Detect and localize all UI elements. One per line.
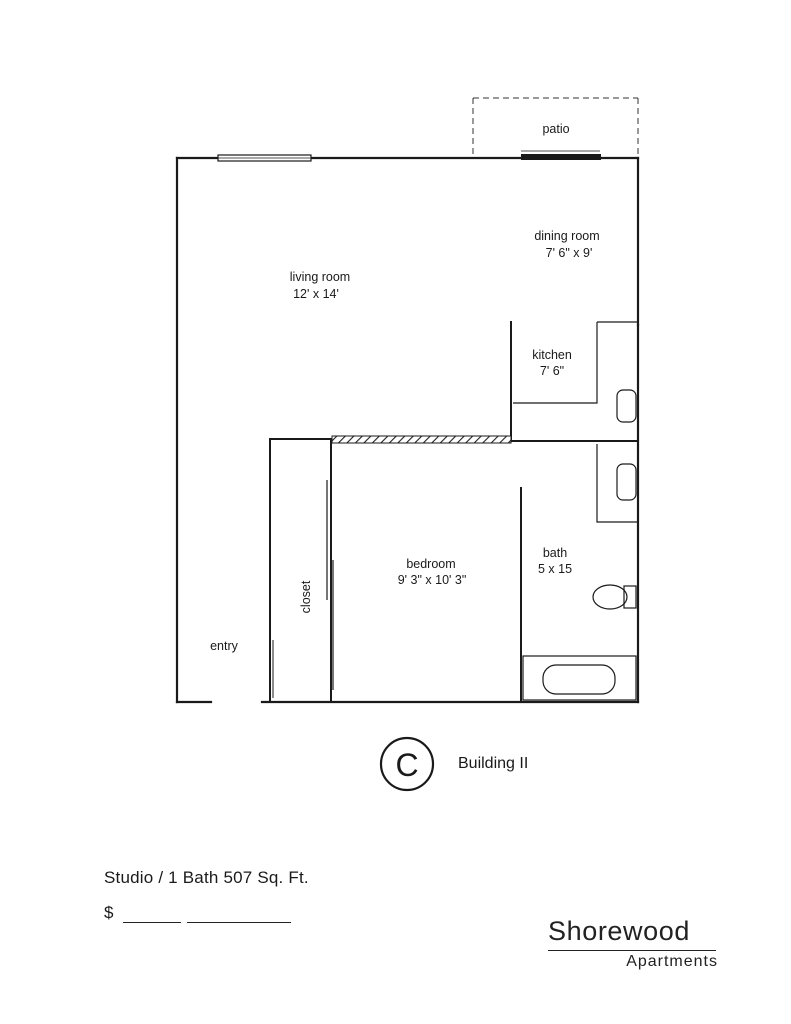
room-labels: patio dining room 7' 6" x 9' living room… [210, 122, 600, 653]
building-label: Building II [458, 755, 528, 772]
brand-logo: Shorewood Apartments [548, 916, 718, 971]
price-blank [123, 910, 182, 923]
unit-summary: Studio / 1 Bath 507 Sq. Ft. [104, 868, 309, 887]
dim-kitchen: 7' 6" [540, 364, 564, 378]
price-row: $ [104, 903, 292, 923]
window-living [217, 154, 312, 162]
dim-living-room: 12' x 14' [293, 287, 339, 301]
brand-subtitle: Apartments [626, 953, 718, 970]
unit-badge: C [379, 736, 435, 792]
sliding-door-patio [521, 150, 601, 160]
interior-walls [269, 321, 639, 703]
dim-bath: 5 x 15 [538, 562, 572, 576]
unit-letter: C [395, 747, 418, 783]
price-symbol: $ [104, 903, 114, 922]
label-entry: entry [210, 639, 239, 653]
dim-dining-room: 7' 6" x 9' [546, 246, 593, 260]
label-patio: patio [542, 122, 569, 136]
toilet [592, 584, 637, 610]
patio-outline [472, 97, 639, 158]
label-closet: closet [299, 580, 313, 613]
label-kitchen: kitchen [532, 348, 572, 362]
price-blank-2 [187, 910, 292, 923]
label-dining-room: dining room [534, 229, 599, 243]
closet-doors [272, 480, 334, 698]
bath-sink [616, 463, 637, 501]
kitchen-sink [616, 389, 637, 423]
brand-rule [548, 950, 716, 951]
kitchen-counter [513, 321, 638, 523]
label-bedroom: bedroom [406, 557, 455, 571]
hatched-wall [331, 435, 512, 444]
bathtub [522, 655, 637, 701]
label-living-room: living room [290, 270, 350, 284]
brand-name: Shorewood [548, 916, 690, 946]
label-bath: bath [543, 546, 567, 560]
dim-bedroom: 9' 3" x 10' 3" [398, 573, 467, 587]
